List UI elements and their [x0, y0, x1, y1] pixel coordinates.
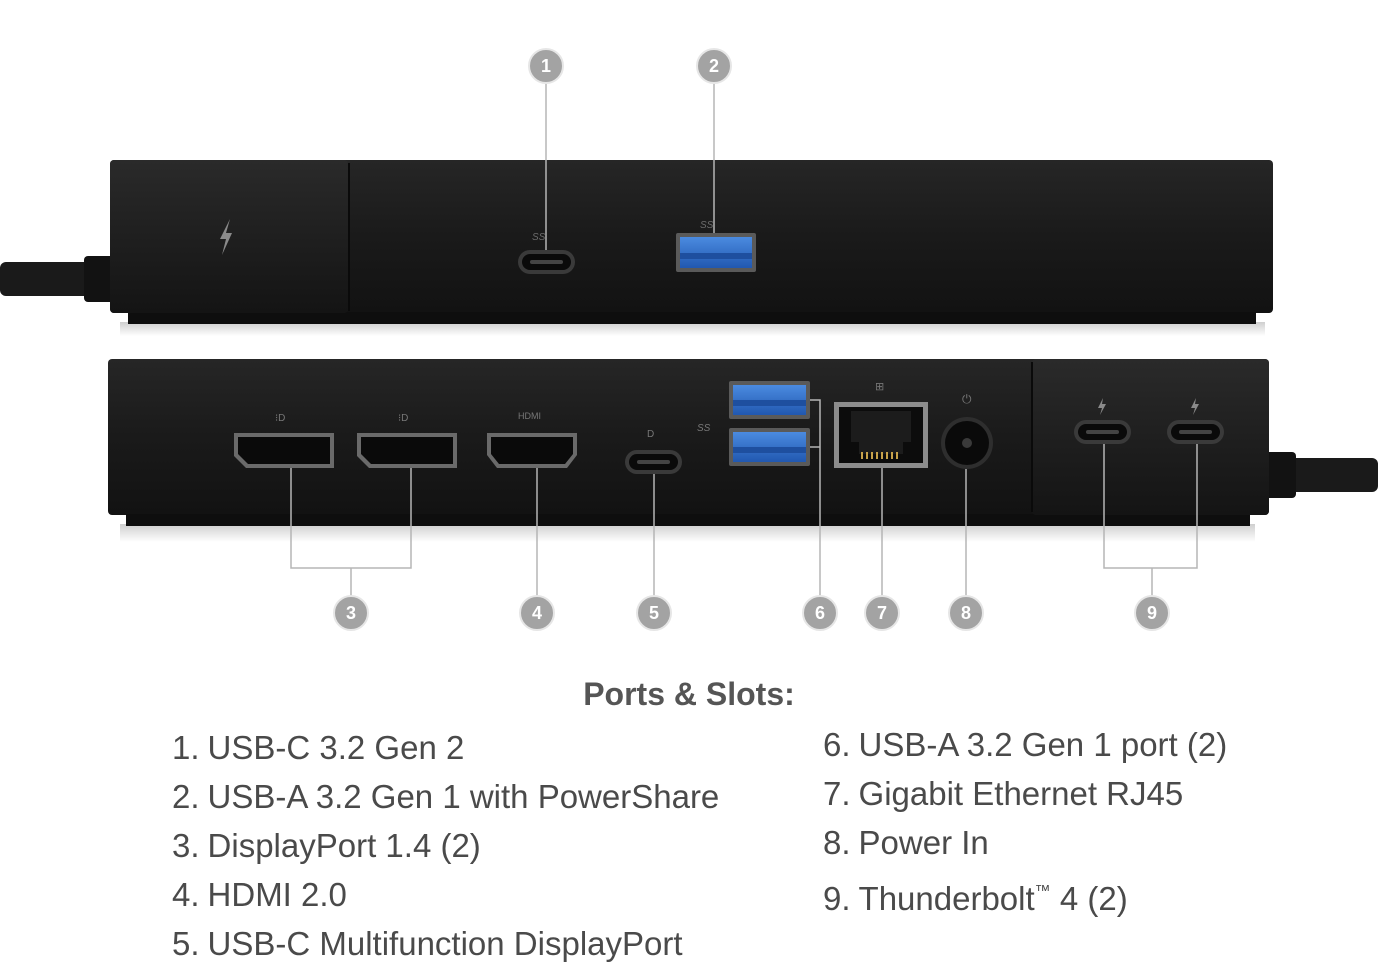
- item-label: USB-A 3.2 Gen 1 port (2): [858, 726, 1228, 763]
- usb-a-ports-rear: SS: [697, 381, 810, 466]
- dock-illustration: SS SS ⁝D ⁝D: [0, 48, 1378, 631]
- rear-body: [108, 359, 1269, 515]
- thunderbolt-icon: [1191, 398, 1199, 415]
- ethernet-port: ⊞: [834, 380, 928, 468]
- trademark-mark: ™: [1034, 883, 1051, 900]
- list-item: 3.DisplayPort 1.4 (2): [172, 824, 719, 873]
- item-label: Gigabit Ethernet RJ45: [858, 775, 1184, 812]
- item-label: USB-A 3.2 Gen 1 with PowerShare: [207, 778, 720, 815]
- svg-text:6: 6: [815, 603, 825, 623]
- item-label-suffix: 4 (2): [1050, 880, 1128, 917]
- item-number: 8.: [823, 824, 851, 861]
- thunderbolt-icon: [220, 219, 232, 255]
- front-shadow: [120, 322, 1265, 336]
- thunderbolt-icon: [1098, 398, 1106, 415]
- list-item: 9.Thunderbolt™ 4 (2): [823, 870, 1227, 919]
- callout-1: 1: [528, 48, 564, 84]
- dock-front-view: SS SS: [0, 160, 1273, 336]
- thunderbolt-port-2: [1167, 398, 1224, 444]
- callout-5: 5: [636, 595, 672, 631]
- item-number: 6.: [823, 726, 851, 763]
- item-number: 5.: [172, 925, 200, 962]
- callout-7: 7: [864, 595, 900, 631]
- list-item: 7.Gigabit Ethernet RJ45: [823, 772, 1227, 821]
- item-label: HDMI 2.0: [207, 876, 347, 913]
- svg-text:7: 7: [877, 603, 887, 623]
- svg-text:2: 2: [709, 56, 719, 76]
- svg-text:9: 9: [1147, 603, 1157, 623]
- svg-text:4: 4: [532, 603, 542, 623]
- item-number: 2.: [172, 778, 200, 815]
- hdmi-port: HDMI: [487, 411, 577, 468]
- network-icon: ⊞: [875, 380, 884, 393]
- cable-strain-relief: [84, 256, 118, 302]
- superspeed-icon: SS: [532, 232, 546, 243]
- svg-text:3: 3: [346, 603, 356, 623]
- leader-lines: [290, 84, 1198, 596]
- item-number: 3.: [172, 827, 200, 864]
- callout-9: 9: [1134, 595, 1170, 631]
- list-item: 2.USB-A 3.2 Gen 1 with PowerShare: [172, 775, 719, 824]
- callout-8: 8: [948, 595, 984, 631]
- power-icon: ⏻: [962, 392, 972, 406]
- front-foot: [128, 312, 1256, 324]
- superspeed-icon: SS: [700, 220, 714, 231]
- ports-list-right: 6.USB-A 3.2 Gen 1 port (2) 7.Gigabit Eth…: [823, 723, 1227, 919]
- displayport-icon: ⁝D: [275, 413, 285, 424]
- callout-2: 2: [696, 48, 732, 84]
- superspeed-icon: SS: [697, 423, 711, 434]
- callout-4: 4: [519, 595, 555, 631]
- displayport-port-1: ⁝D: [234, 413, 334, 468]
- item-label: Power In: [858, 824, 989, 861]
- list-item: 5.USB-C Multifunction DisplayPort: [172, 922, 719, 971]
- displayport-icon: D: [647, 429, 654, 440]
- usb-c-port-front: SS: [518, 232, 575, 274]
- item-number: 4.: [172, 876, 200, 913]
- displayport-port-2: ⁝D: [357, 413, 457, 468]
- thunderbolt-port-1: [1074, 398, 1131, 444]
- ports-list-left: 1.USB-C 3.2 Gen 2 2.USB-A 3.2 Gen 1 with…: [172, 726, 719, 971]
- svg-text:5: 5: [649, 603, 659, 623]
- item-number: 7.: [823, 775, 851, 812]
- list-item: 6.USB-A 3.2 Gen 1 port (2): [823, 723, 1227, 772]
- item-label: DisplayPort 1.4 (2): [207, 827, 481, 864]
- usb-a-port-front: SS: [676, 220, 756, 272]
- list-item: 4.HDMI 2.0: [172, 873, 719, 922]
- usb-c-port-rear: D: [625, 429, 682, 474]
- dock-rear-view: ⁝D ⁝D HDMI D SS: [108, 359, 1378, 542]
- list-item: 1.USB-C 3.2 Gen 2: [172, 726, 719, 775]
- list-item: 8.Power In: [823, 821, 1227, 870]
- svg-text:8: 8: [961, 603, 971, 623]
- item-number: 1.: [172, 729, 200, 766]
- section-title: Ports & Slots:: [583, 676, 795, 712]
- callout-6: 6: [802, 595, 838, 631]
- item-number: 9.: [823, 880, 851, 917]
- svg-text:1: 1: [541, 56, 551, 76]
- rear-cap: [1032, 359, 1269, 515]
- item-label: USB-C 3.2 Gen 2: [207, 729, 465, 766]
- rear-shadow: [120, 524, 1255, 542]
- callout-3: 3: [333, 595, 369, 631]
- rear-foot: [126, 514, 1250, 526]
- hdmi-logo: HDMI: [518, 411, 541, 421]
- item-label: Thunderbolt: [858, 880, 1035, 917]
- displayport-icon: ⁝D: [398, 413, 408, 424]
- power-in-port: ⏻: [941, 392, 993, 469]
- item-label: USB-C Multifunction DisplayPort: [207, 925, 683, 962]
